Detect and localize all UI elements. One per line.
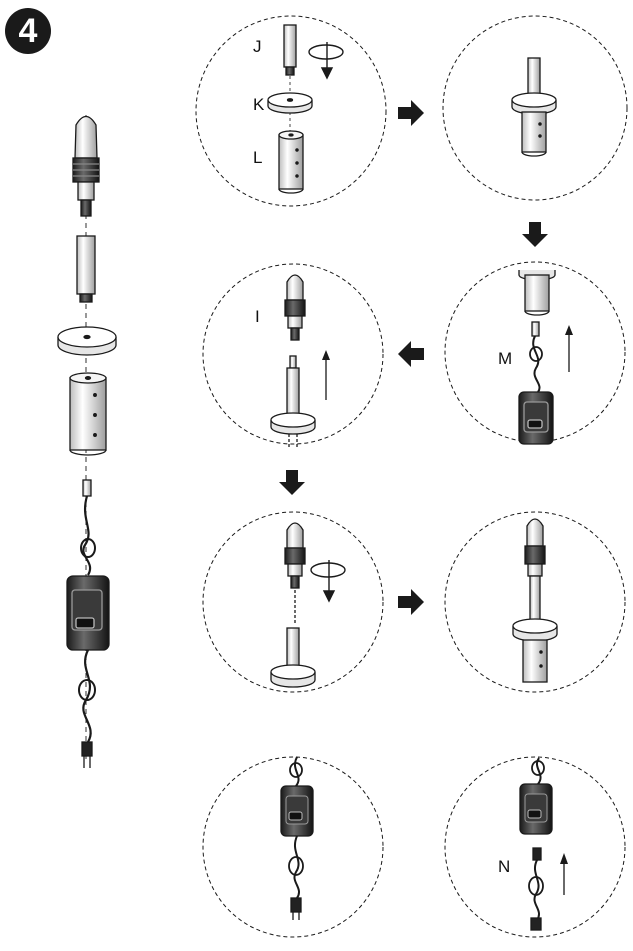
label-l: L (253, 148, 262, 167)
light-head-part (72, 115, 100, 217)
detail-circle-5 (202, 511, 384, 693)
label-j: J (253, 37, 262, 56)
up-arrow-icon (565, 325, 573, 335)
down-arrow-icon (522, 222, 548, 247)
detail-circle-6 (444, 511, 626, 693)
rod-part (76, 235, 96, 303)
up-arrow-icon (322, 350, 330, 360)
disc-part (57, 326, 117, 356)
exploded-view (57, 115, 117, 768)
label-m: M (498, 349, 512, 368)
left-arrow-icon (398, 341, 424, 367)
detail-circle-4 (444, 261, 626, 445)
detail-circle-2 (442, 15, 628, 201)
tube-part (69, 372, 107, 456)
detail-circle-1 (195, 15, 387, 207)
label-n: N (498, 857, 510, 876)
right-arrow-icon (398, 589, 424, 615)
label-k: K (253, 95, 265, 114)
right-arrow-icon (398, 100, 424, 126)
step-number-badge: 4 (5, 8, 51, 54)
detail-circle-8 (444, 756, 626, 938)
detail-circle-3 (202, 263, 384, 448)
up-arrow-icon (560, 853, 568, 864)
rotate-icon (310, 560, 346, 603)
detail-circle-7 (202, 756, 384, 938)
label-i: I (255, 307, 260, 326)
cord-with-adapter (66, 479, 110, 768)
rotate-icon (308, 42, 344, 80)
down-arrow-icon (279, 470, 305, 495)
